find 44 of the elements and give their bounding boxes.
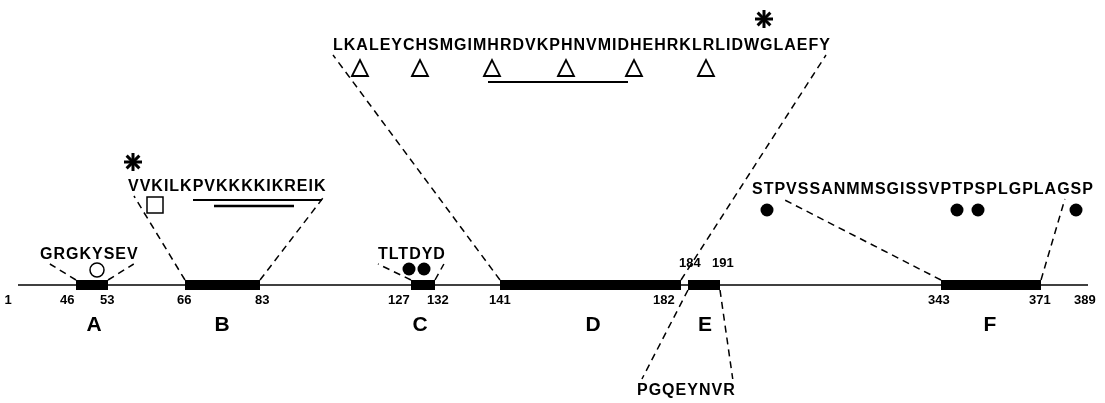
- domain-letter: C: [412, 312, 428, 336]
- sequence-text: GRGKYSEV: [40, 245, 139, 262]
- domain-letter: D: [585, 312, 601, 336]
- residue-number: 127: [388, 292, 410, 307]
- dashed-line: [680, 54, 827, 281]
- protein-segment: [185, 280, 260, 290]
- dashed-line: [782, 198, 942, 281]
- protein-segment: [76, 280, 108, 290]
- residue-number: 53: [100, 292, 115, 307]
- dashed-line: [49, 263, 77, 281]
- protein-segment: [500, 280, 681, 290]
- residue-number: 141: [489, 292, 511, 307]
- residue-number: 389: [1074, 292, 1096, 307]
- domain-letter: E: [698, 312, 712, 336]
- residue-number: 182: [653, 292, 675, 307]
- dashed-line: [719, 289, 734, 380]
- sequence-text: STPVSSANMMSGISSVPTPSPLGPLAGSP: [752, 180, 1094, 197]
- sequence-text: TLTDYD: [378, 245, 446, 262]
- dashed-line: [1040, 198, 1066, 281]
- residue-number: 66: [177, 292, 192, 307]
- residue-number: 343: [928, 292, 950, 307]
- residue-number: 83: [255, 292, 270, 307]
- domain-letter: B: [214, 312, 230, 336]
- sequence-text: LKALEYCHSMGIMHRDVKPHNVMIDHEHRKLRLIDWGLAEFY: [333, 36, 831, 53]
- sequence-text: VVKILKPVKKKKIKREIK: [128, 177, 327, 194]
- dashed-line: [434, 263, 445, 281]
- dashed-line: [259, 195, 326, 281]
- dashed-line: [641, 289, 689, 380]
- residue-number: 132: [427, 292, 449, 307]
- dashed-line: [133, 195, 186, 281]
- residue-number: 184: [679, 255, 701, 270]
- dashed-line: [332, 54, 501, 281]
- protein-segment: [411, 280, 435, 290]
- protein-segment: [941, 280, 1041, 290]
- protein-segment: [688, 280, 720, 290]
- residue-number: 191: [712, 255, 734, 270]
- domain-letter: A: [86, 312, 102, 336]
- residue-number: 1: [4, 292, 12, 307]
- dashed-line: [377, 263, 412, 281]
- residue-number: 46: [60, 292, 75, 307]
- residue-number: 371: [1029, 292, 1051, 307]
- domain-letter: F: [983, 312, 997, 336]
- dashed-line: [107, 263, 135, 281]
- sequence-text: PGQEYNVR: [637, 381, 736, 398]
